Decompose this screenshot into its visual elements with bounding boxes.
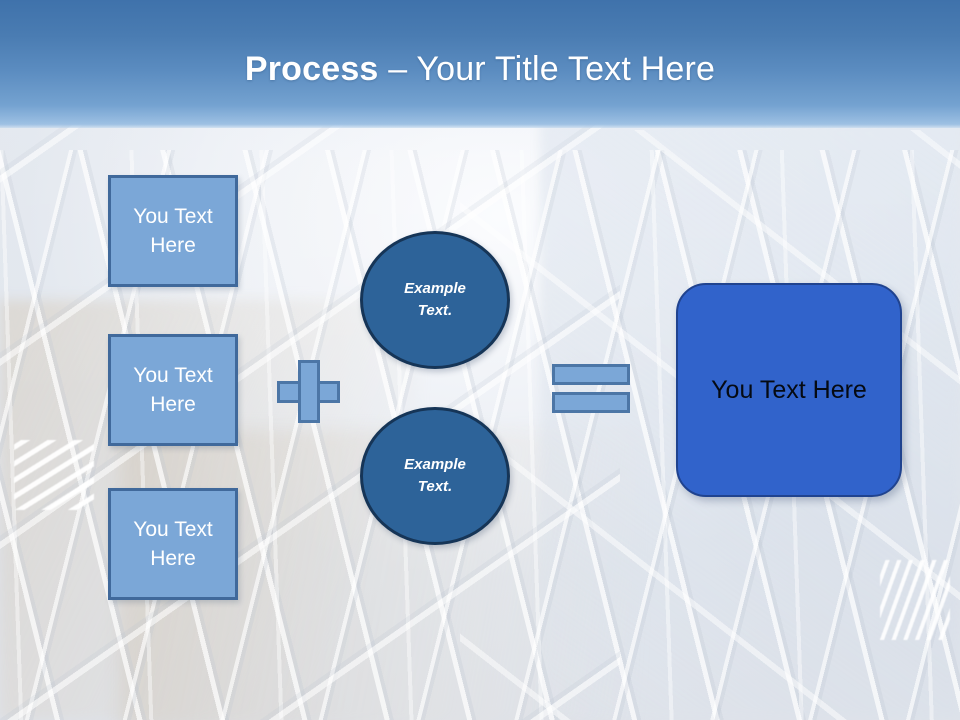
input-box-3[interactable]: You Text Here [108, 488, 238, 600]
input-box-1[interactable]: You Text Here [108, 175, 238, 287]
plus-icon-center-patch [301, 384, 317, 400]
title-banner: Process – Your Title Text Here [0, 0, 960, 128]
example-circle-2-line1: Example [404, 456, 466, 473]
page-title: Process – Your Title Text Here [0, 48, 960, 90]
example-circle-1-line2: Text. [417, 302, 453, 319]
input-box-2-label: You Text Here [133, 364, 213, 416]
equals-icon-top-bar [552, 364, 630, 385]
equals-icon [552, 364, 630, 413]
plus-icon [277, 360, 340, 423]
input-box-3-label: You Text Here [133, 518, 213, 570]
page-title-strong: Process [244, 50, 379, 88]
example-circle-2[interactable]: Example Text. [360, 407, 510, 545]
example-circle-1[interactable]: Example Text. [360, 231, 510, 369]
equals-icon-bottom-bar [552, 392, 630, 413]
input-box-1-label: You Text Here [133, 205, 213, 257]
example-circle-2-line2: Text. [417, 478, 453, 495]
result-box-label: You Text Here [711, 375, 867, 404]
page-title-rest: – Your Title Text Here [378, 50, 716, 88]
result-box[interactable]: You Text Here [676, 283, 902, 497]
example-circle-1-line1: Example [404, 280, 466, 297]
input-box-2[interactable]: You Text Here [108, 334, 238, 446]
